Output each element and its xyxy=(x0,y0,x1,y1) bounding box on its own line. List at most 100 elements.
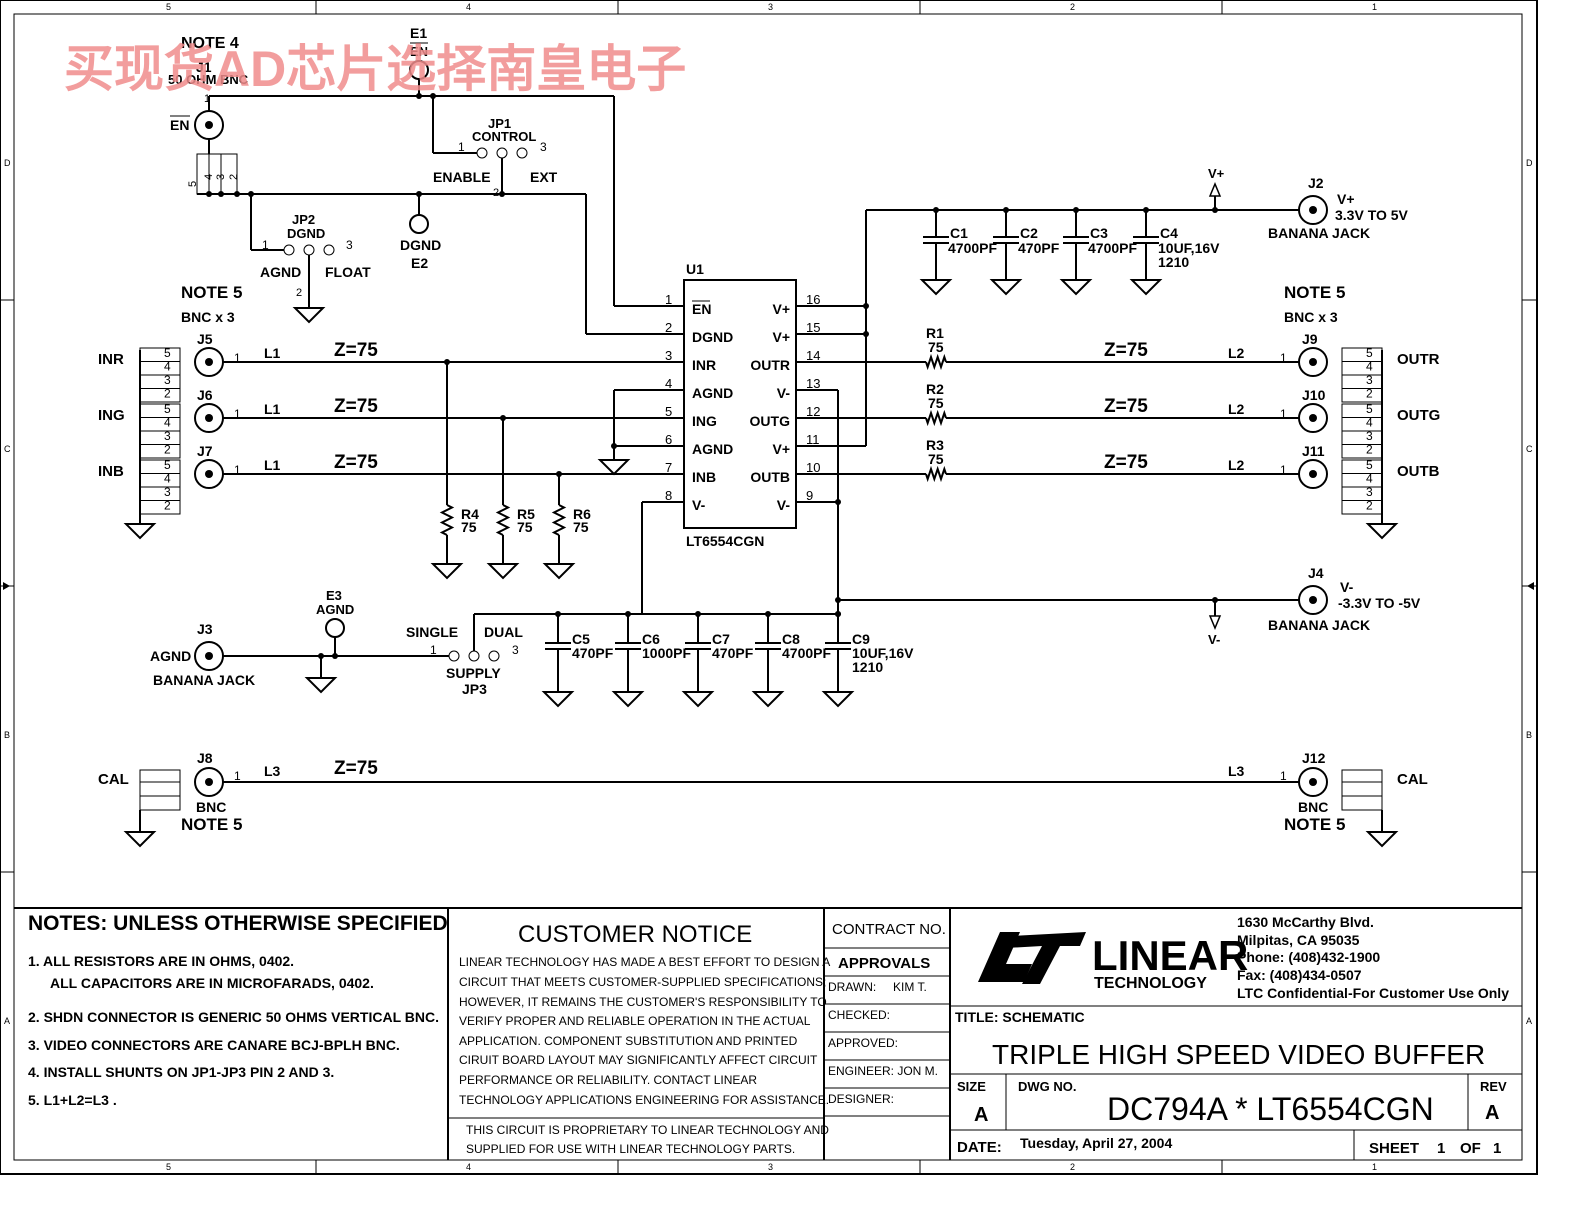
j2-ref: J2 xyxy=(1308,175,1324,191)
cap-value: 470PF xyxy=(572,645,614,661)
ic-pin-name: DGND xyxy=(692,329,733,345)
border-row-label: A xyxy=(4,1016,10,1026)
ic-pin-number: 9 xyxy=(806,488,813,503)
pin-number: 3 xyxy=(346,238,353,252)
float-label: FLOAT xyxy=(325,264,371,280)
cap-ref: C7 xyxy=(712,631,730,647)
pin-number: 3 xyxy=(1366,373,1373,387)
vminus-supply: V- J4 V- -3.3V TO -5V BANANA JACK xyxy=(1208,565,1421,647)
pin-number: 2 xyxy=(164,499,171,513)
ic-pin-number: 13 xyxy=(806,376,820,391)
output-resistor-value: 75 xyxy=(928,339,944,355)
note4-label: NOTE 4 xyxy=(181,35,239,52)
resistor-value: 75 xyxy=(461,519,477,535)
ic-pin-name: OUTB xyxy=(750,469,790,485)
ic-body xyxy=(683,279,797,529)
ic-ref: U1 xyxy=(686,261,704,277)
logo-sub: TECHNOLOGY xyxy=(1094,975,1207,992)
cap-ref: C1 xyxy=(950,225,968,241)
drawing-title: TRIPLE HIGH SPEED VIDEO BUFFER xyxy=(992,1039,1485,1070)
e2-label: E2 xyxy=(411,255,428,271)
cap-ref: C8 xyxy=(782,631,800,647)
vminus-rail xyxy=(558,389,1299,617)
input-bnc-connector xyxy=(194,347,224,377)
j4-banana-jack xyxy=(1298,585,1328,615)
output-resistor-value: 75 xyxy=(928,451,944,467)
ic-pin-number: 10 xyxy=(806,460,820,475)
j4-ref: J4 xyxy=(1308,565,1324,581)
pin-number: 2 xyxy=(1366,387,1373,401)
border-col-label: 4 xyxy=(466,1162,471,1172)
j1-ref: J1 xyxy=(196,59,212,75)
notes-title: NOTES: UNLESS OTHERWISE SPECIFIED xyxy=(28,912,448,935)
j3-ref: J3 xyxy=(197,621,213,637)
ic-pin-name: V+ xyxy=(772,301,790,317)
j12-bnc xyxy=(1298,767,1328,797)
note-item: 4. INSTALL SHUNTS ON JP1-JP3 PIN 2 AND 3… xyxy=(28,1064,334,1080)
input-section: NOTE 5 BNC x 3 xyxy=(181,283,242,325)
ic-pin-name: V+ xyxy=(772,441,790,457)
resistor-ref: R4 xyxy=(461,506,479,522)
vminus-capacitor xyxy=(544,642,572,650)
output-connector-ref: J11 xyxy=(1302,443,1325,459)
dwg-number: DC794A * LT6554CGN xyxy=(1107,1091,1434,1127)
pin-number: 3 xyxy=(164,373,171,387)
j12-ref: J12 xyxy=(1302,750,1326,766)
border-col-label: 1 xyxy=(1372,1162,1377,1172)
approved-label: APPROVED: xyxy=(828,1036,898,1050)
input-line-label: L1 xyxy=(264,457,281,473)
pin-number: 3 xyxy=(164,485,171,499)
input-line-label: L1 xyxy=(264,345,281,361)
output-section: NOTE 5 BNC x 3 xyxy=(1284,283,1345,325)
pin-number: 4 xyxy=(203,174,215,180)
enable-label: ENABLE xyxy=(433,169,491,185)
pin-number: 2 xyxy=(1366,499,1373,513)
vplus-flag: V+ xyxy=(1208,166,1225,181)
note-item: ALL CAPACITORS ARE IN MICROFARADS, 0402. xyxy=(50,975,374,991)
output-resistor-ref: R2 xyxy=(926,381,944,397)
ic-pin-number: 4 xyxy=(665,376,672,391)
jp1-name: CONTROL xyxy=(472,129,536,144)
customer-notice: CUSTOMER NOTICE LINEAR TECHNOLOGY HAS MA… xyxy=(459,921,830,1156)
cap-value: 4700PF xyxy=(782,645,831,661)
note-item: 1. ALL RESISTORS ARE IN OHMS, 0402. xyxy=(28,953,294,969)
input-connector-ref: J6 xyxy=(197,387,213,403)
pin-number: 1 xyxy=(234,463,241,477)
input-impedance: Z=75 xyxy=(334,396,378,417)
cal-impedance: Z=75 xyxy=(334,758,378,779)
sheet-label: SHEET xyxy=(1369,1140,1419,1157)
notice-line: VERIFY PROPER AND RELIABLE OPERATION IN … xyxy=(459,1014,811,1028)
input-impedance: Z=75 xyxy=(334,452,378,473)
j2-jack: BANANA JACK xyxy=(1268,225,1370,241)
dwg-label: DWG NO. xyxy=(1018,1079,1077,1094)
j3-banana-jack xyxy=(194,641,224,671)
pin-number: 2 xyxy=(164,387,171,401)
pin-number: 5 xyxy=(164,458,171,472)
ic-pin-number: 12 xyxy=(806,404,820,419)
customer-notice-title: CUSTOMER NOTICE xyxy=(518,921,752,948)
pin-number: 1 xyxy=(1280,769,1287,783)
l3-label-right: L3 xyxy=(1228,763,1245,779)
ic-pin-name: V- xyxy=(777,385,791,401)
output-impedance: Z=75 xyxy=(1104,340,1148,361)
pin-number: 5 xyxy=(1366,458,1373,472)
pin-number: 3 xyxy=(164,429,171,443)
sheet-border: 5 4 3 2 1 5 4 3 2 1 D C B A D C B A xyxy=(0,0,1538,1175)
input-connector-ref: J7 xyxy=(197,443,213,459)
border-row-label: D xyxy=(1526,158,1533,168)
dgnd-label: DGND xyxy=(400,237,441,253)
title-label: TITLE: SCHEMATIC xyxy=(955,1009,1085,1025)
cal-note5-right: NOTE 5 xyxy=(1284,815,1345,834)
output-impedance: Z=75 xyxy=(1104,396,1148,417)
input-note5: NOTE 5 xyxy=(181,283,242,302)
checked-label: CHECKED: xyxy=(828,1008,890,1022)
jp1-ref: JP1 xyxy=(488,116,511,131)
notice-footer: SUPPLIED FOR USE WITH LINEAR TECHNOLOGY … xyxy=(466,1142,795,1156)
pin-number: 1 xyxy=(1280,351,1287,365)
cal-note5-left: NOTE 5 xyxy=(181,815,242,834)
output-line-label: L2 xyxy=(1228,401,1245,417)
ic-pin-number: 5 xyxy=(665,404,672,419)
company-block: LINEAR TECHNOLOGY 1630 McCarthy Blvd. Mi… xyxy=(978,914,1509,1001)
j3-agnd: AGND xyxy=(150,648,191,664)
cap-value: 4700PF xyxy=(948,240,997,256)
